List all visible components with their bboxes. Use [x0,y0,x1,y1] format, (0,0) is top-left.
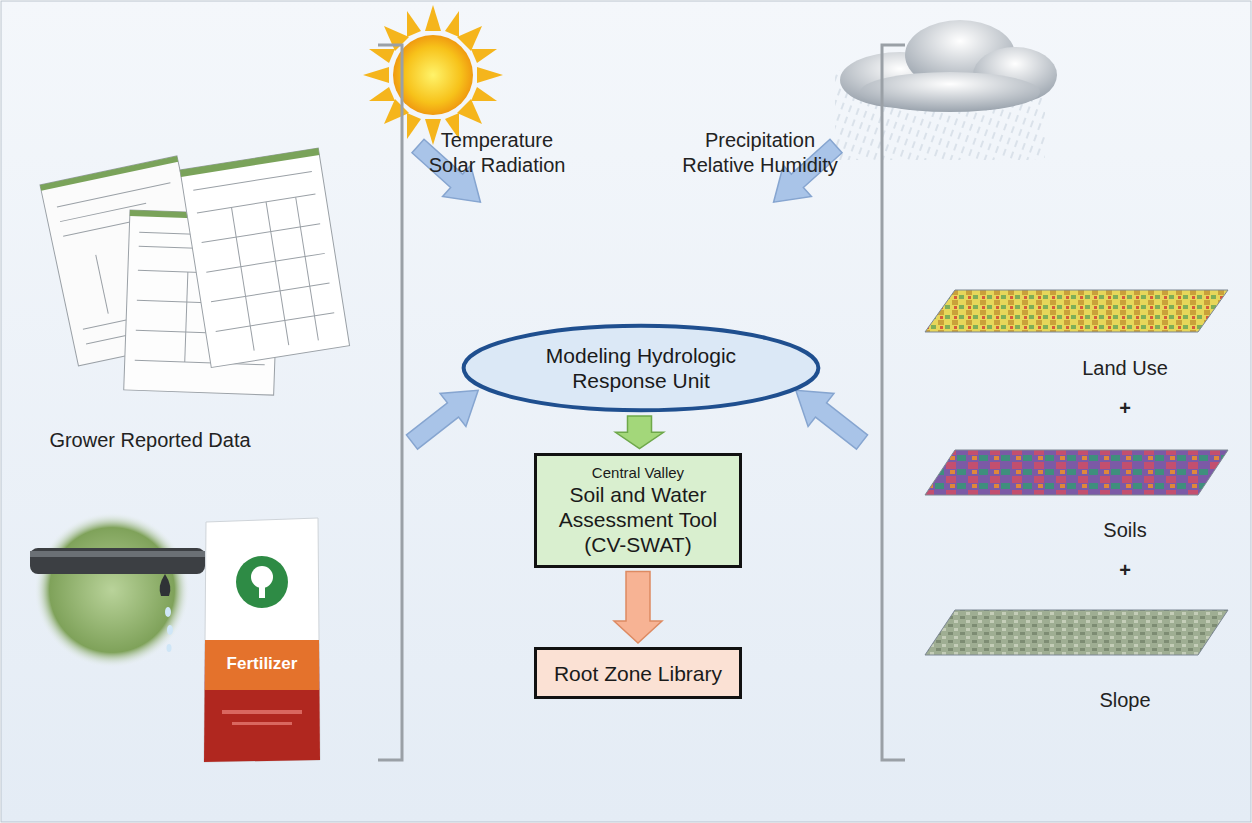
flow-arrow [614,572,662,644]
layer-label: Slope [1045,688,1205,713]
ellipse-outline [460,324,822,412]
input-label: Precipitation Relative Humidity [671,128,849,178]
plus-sign: + [1105,558,1145,583]
group-label: Grower Reported Data [30,428,270,453]
flow-arrow [616,416,664,449]
input-label: Temperature Solar Radiation [422,128,572,178]
layer-label: Land Use [1045,356,1205,381]
box-text: Root Zone Library [554,661,722,686]
box-text: Modeling Hydrologic Response Unit [510,343,772,393]
bag-text: Fertilizer [207,653,317,674]
process-ellipse: Modeling Hydrologic Response Unit [460,324,822,412]
box-subtitle: Central Valley [592,464,684,482]
output-box: Root Zone Library [534,647,742,699]
box-text: Soil and Water Assessment Tool (CV-SWAT) [551,482,725,557]
layer-label: Soils [1045,518,1205,543]
process-box: Central ValleySoil and Water Assessment … [534,453,742,568]
plus-sign: + [1105,396,1145,421]
